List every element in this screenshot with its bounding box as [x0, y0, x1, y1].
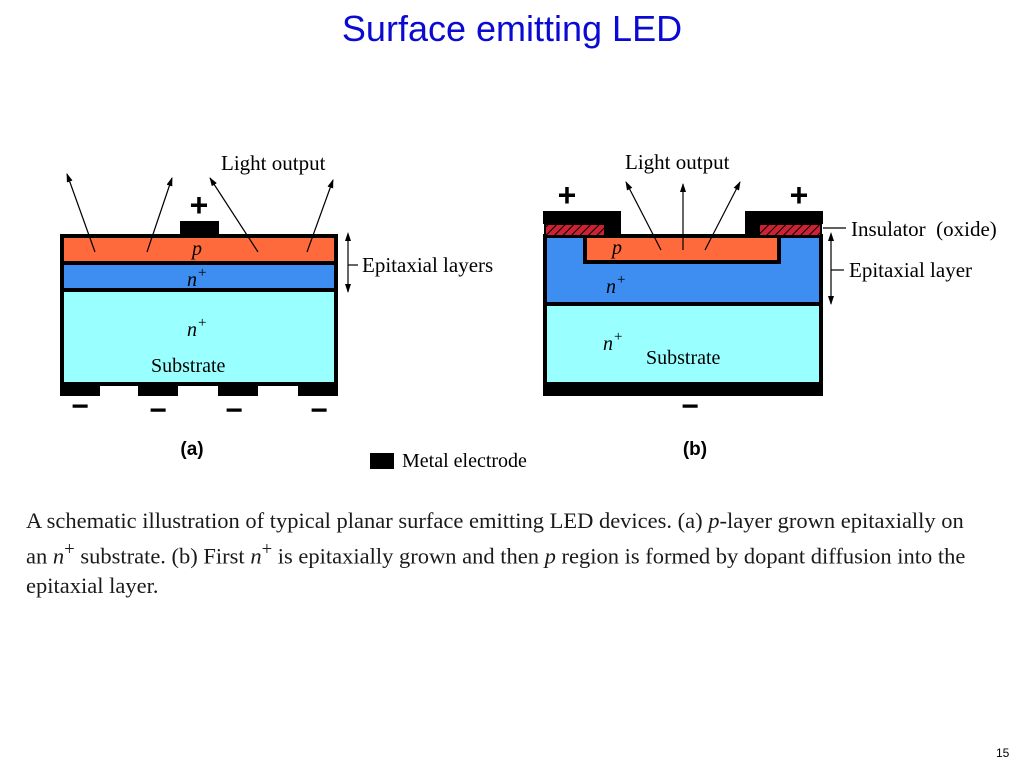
figure-caption: A schematic illustration of typical plan…	[26, 506, 986, 600]
caption-text-3: substrate. (b) First	[74, 543, 251, 569]
light-output-label-b: Light output	[625, 150, 730, 174]
plus-sign-a: +	[190, 187, 209, 223]
top-electrode-b-right	[745, 211, 823, 224]
bottom-electrode-b	[543, 382, 823, 396]
insulator-b-right	[758, 223, 822, 237]
light-ray-b1	[625, 181, 662, 251]
figure-a: Light output Epitaxial layers p n + n + …	[60, 151, 493, 460]
sub-n-label-b: n	[603, 333, 613, 355]
substrate-label-a: Substrate	[151, 355, 226, 377]
caption-p-1: p	[708, 508, 720, 533]
light-ray-b3	[704, 181, 741, 251]
minus-sign-b: −	[681, 390, 699, 423]
legend: Metal electrode	[370, 450, 527, 472]
caption-text-2: -layer grown epitaxially on an	[26, 508, 964, 569]
metal-electrode-label: Metal electrode	[402, 450, 527, 472]
substrate-label-b: Substrate	[646, 347, 721, 369]
p-region-b	[583, 234, 781, 264]
n-label-b: n	[606, 276, 616, 298]
plus-sign-b-right: +	[790, 177, 809, 213]
p-label-a: p	[190, 238, 202, 260]
top-electrode-b-left	[543, 211, 621, 224]
insulator-b-left	[544, 223, 606, 237]
minus-sign-a4: −	[310, 394, 328, 427]
epitaxial-label-b: Epitaxial layer	[849, 258, 972, 282]
bottom-electrode-a4	[298, 382, 338, 396]
light-output-label-a: Light output	[221, 151, 326, 175]
substrate-layer-a	[60, 288, 338, 386]
light-ray-a4	[306, 179, 334, 253]
caption-sup-1: +	[64, 539, 75, 560]
light-ray-a2	[146, 177, 173, 253]
top-electrode-a	[180, 221, 219, 236]
caption-n-1: n	[52, 543, 65, 569]
page-number: 15	[996, 746, 1010, 760]
minus-sign-a3: −	[225, 394, 243, 427]
minus-sign-a1: −	[71, 390, 89, 423]
caption-sup-2: +	[261, 539, 273, 560]
n-label-a: n	[187, 269, 197, 291]
caption-text-1: A schematic illustration of typical plan…	[26, 508, 709, 533]
caption-n-2: n	[250, 543, 262, 569]
caption-text-5: region is formed by dopant diffusion int…	[26, 543, 966, 598]
metal-electrode-swatch	[370, 453, 394, 469]
plus-sign-b-left: +	[558, 177, 577, 213]
figure-b: Light output Insulator (oxide) Epitaxial…	[543, 150, 997, 460]
n-sup-a: +	[198, 265, 206, 281]
sub-n-sup-a: +	[198, 315, 206, 331]
bottom-electrode-a2	[138, 382, 178, 396]
insulator-label-b: Insulator (oxide)	[851, 217, 997, 241]
epitaxial-label-a: Epitaxial layers	[362, 253, 493, 277]
panel-label-b: (b)	[683, 439, 707, 460]
panel-label-a: (a)	[180, 439, 203, 460]
substrate-layer-b	[543, 302, 823, 386]
bottom-electrode-a1	[60, 382, 100, 396]
p-layer-a	[60, 234, 338, 265]
minus-sign-a2: −	[149, 394, 167, 427]
slide-title: Surface emitting LED	[341, 8, 683, 49]
n-sup-b: +	[617, 272, 625, 288]
light-ray-a3	[209, 177, 259, 253]
sub-n-sup-b: +	[614, 329, 622, 345]
sub-n-label-a: n	[187, 319, 197, 341]
p-label-b: p	[610, 237, 622, 259]
bottom-electrode-a3	[218, 382, 258, 396]
light-ray-a1	[66, 173, 96, 253]
caption-p-2: p	[544, 543, 556, 569]
caption-text-4: is epitaxially grown and then	[272, 543, 545, 569]
